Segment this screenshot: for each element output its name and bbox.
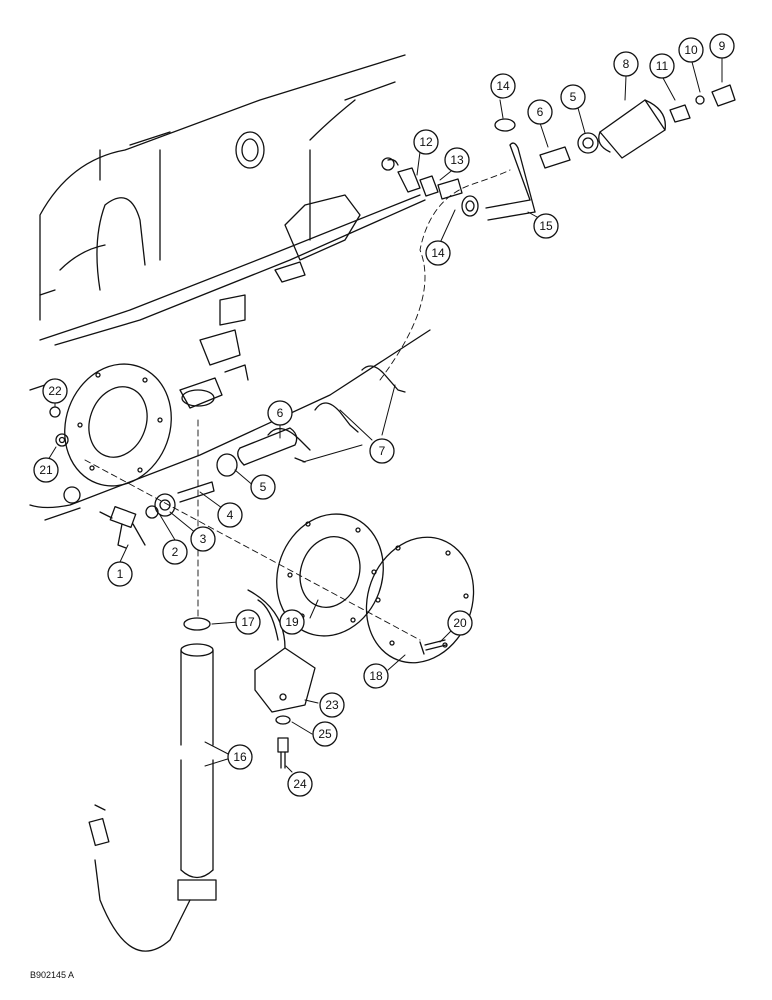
fittings-2-3 xyxy=(145,493,176,519)
callout-17: 17 xyxy=(235,609,261,635)
callout-12: 12 xyxy=(413,129,439,155)
svg-text:3: 3 xyxy=(200,532,207,546)
fuel-gauge-sender xyxy=(88,643,217,952)
svg-text:6: 6 xyxy=(537,105,544,119)
bolt xyxy=(419,639,447,655)
svg-text:14: 14 xyxy=(496,79,510,93)
sender-cover-plate xyxy=(247,589,316,713)
svg-text:21: 21 xyxy=(39,463,53,477)
callout-2: 2 xyxy=(162,539,188,565)
callout-8: 8 xyxy=(613,51,639,77)
callout-1: 1 xyxy=(107,561,133,587)
callout-14-lower: 14 xyxy=(425,240,451,266)
callout-13: 13 xyxy=(444,147,470,173)
blank-cover-plate xyxy=(365,536,475,664)
tube-part xyxy=(177,481,215,503)
svg-text:16: 16 xyxy=(233,750,247,764)
svg-text:10: 10 xyxy=(684,43,698,57)
svg-text:22: 22 xyxy=(48,384,62,398)
callout-6-upper: 6 xyxy=(527,99,553,125)
callout-14-upper: 14 xyxy=(490,73,516,99)
svg-text:17: 17 xyxy=(241,615,255,629)
callout-markers: 1 2 3 4 5 6 7 8 xyxy=(33,33,735,797)
callout-5-lower: 5 xyxy=(250,474,276,500)
svg-text:2: 2 xyxy=(172,545,179,559)
callout-9: 9 xyxy=(709,33,735,59)
svg-text:9: 9 xyxy=(719,39,726,53)
svg-text:18: 18 xyxy=(369,669,383,683)
fuel-tank-body xyxy=(29,54,431,521)
o-ring xyxy=(183,617,211,631)
svg-text:8: 8 xyxy=(623,57,630,71)
svg-text:4: 4 xyxy=(227,508,234,522)
svg-text:12: 12 xyxy=(419,135,433,149)
callout-18: 18 xyxy=(363,663,389,689)
upper-fuel-line-assembly xyxy=(381,84,736,221)
callout-24: 24 xyxy=(287,771,313,797)
svg-text:13: 13 xyxy=(450,153,464,167)
svg-text:6: 6 xyxy=(277,406,284,420)
svg-text:24: 24 xyxy=(293,777,307,791)
sender-mount-bracket xyxy=(179,294,249,409)
svg-text:19: 19 xyxy=(285,615,299,629)
svg-text:5: 5 xyxy=(260,480,267,494)
figure-id: B902145 A xyxy=(30,970,75,980)
callout-5-upper: 5 xyxy=(560,84,586,110)
callout-11: 11 xyxy=(649,53,675,79)
callout-10: 10 xyxy=(678,37,704,63)
assembly-leader-lines xyxy=(84,169,511,641)
callout-16: 16 xyxy=(227,744,253,770)
callout-22: 22 xyxy=(42,378,68,404)
callout-19: 19 xyxy=(279,609,305,635)
svg-text:23: 23 xyxy=(325,698,339,712)
hose-and-clamp-lower xyxy=(216,427,298,477)
callout-7: 7 xyxy=(369,438,395,464)
callout-leaders xyxy=(47,57,723,773)
svg-text:7: 7 xyxy=(379,444,386,458)
callout-20: 20 xyxy=(447,610,473,636)
screw-and-washer xyxy=(275,715,291,769)
svg-text:25: 25 xyxy=(318,727,332,741)
callout-3: 3 xyxy=(190,526,216,552)
svg-text:1: 1 xyxy=(117,567,124,581)
drain-plug xyxy=(63,486,81,504)
gasket-ring xyxy=(276,513,384,637)
svg-text:14: 14 xyxy=(431,246,445,260)
callout-15: 15 xyxy=(533,213,559,239)
svg-text:5: 5 xyxy=(570,90,577,104)
callout-6-lower: 6 xyxy=(267,400,293,426)
svg-text:15: 15 xyxy=(539,219,553,233)
svg-text:11: 11 xyxy=(656,59,669,73)
hose-clips xyxy=(267,365,406,463)
callout-21: 21 xyxy=(33,457,59,483)
callout-23: 23 xyxy=(319,692,345,718)
callout-4: 4 xyxy=(217,502,243,528)
svg-text:20: 20 xyxy=(453,616,467,630)
tank-flange-ring xyxy=(64,363,172,487)
shutoff-valve xyxy=(99,506,146,549)
callout-25: 25 xyxy=(312,721,338,747)
